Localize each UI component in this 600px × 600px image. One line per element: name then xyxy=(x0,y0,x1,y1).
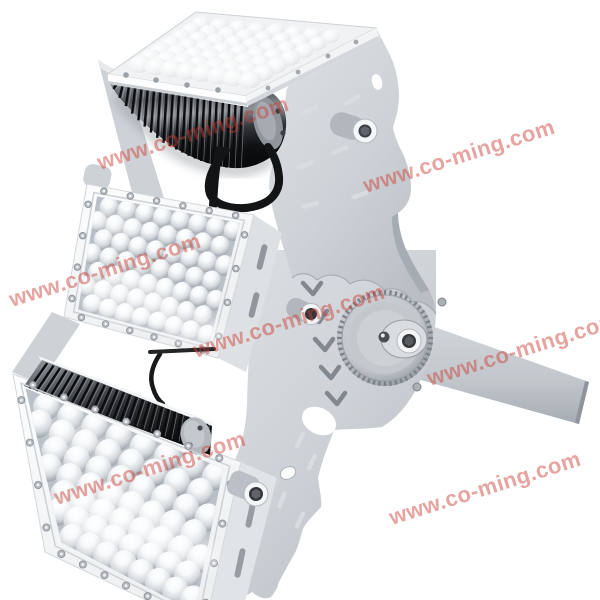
svg-text:www.co-ming.com: www.co-ming.com xyxy=(385,446,584,530)
